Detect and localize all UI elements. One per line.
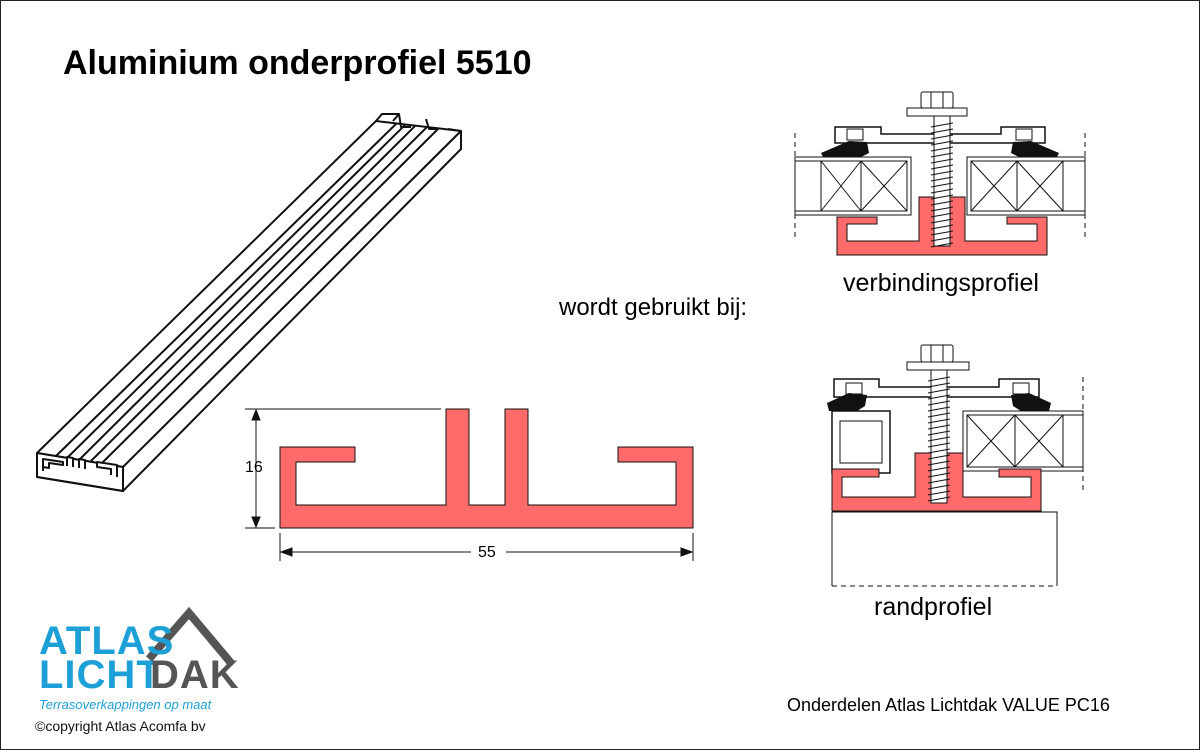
screw-thread	[927, 400, 951, 406]
screw-thread	[927, 418, 951, 424]
screw	[930, 115, 954, 248]
screw-thread	[927, 466, 951, 472]
verbindingsprofiel-detail	[794, 91, 1086, 256]
screw-thread	[930, 224, 954, 230]
width-dimension	[279, 533, 694, 561]
screw-thread	[930, 188, 954, 194]
screw-thread	[930, 236, 954, 242]
screw-thread	[927, 496, 951, 502]
screw-thread	[930, 152, 954, 158]
logo-text-licht: LICHT	[39, 653, 162, 697]
screw-thread	[930, 218, 954, 224]
left-panel	[794, 156, 912, 216]
screw-thread	[927, 406, 951, 412]
page-title: Aluminium onderprofiel 5510	[63, 44, 532, 82]
screw-thread	[927, 472, 951, 478]
screw-thread	[930, 164, 954, 170]
logo-text-atlas: ATLAS	[39, 619, 175, 663]
right-panel	[966, 156, 1086, 216]
screw-thread	[927, 424, 951, 430]
screw-thread	[930, 140, 954, 146]
screw-thread	[930, 128, 954, 134]
screw-thread	[930, 182, 954, 188]
screw-thread	[927, 412, 951, 418]
screw-thread	[927, 460, 951, 466]
screw-thread	[927, 388, 951, 394]
screw-thread	[927, 478, 951, 484]
screw-thread	[927, 490, 951, 496]
screw-thread	[930, 170, 954, 176]
screw-thread	[927, 454, 951, 460]
screw-thread	[930, 122, 954, 128]
width-dimension-label: 55	[478, 544, 496, 561]
screw-thread	[930, 194, 954, 200]
screw-thread	[930, 146, 954, 152]
screw-thread	[930, 176, 954, 182]
logo-tagline: Terrasoverkappingen op maat	[39, 697, 212, 712]
screw-thread	[930, 158, 954, 164]
height-dimension-label: 16	[245, 459, 263, 476]
randprofiel-label: randprofiel	[874, 593, 993, 621]
randprofiel-detail	[827, 344, 1084, 587]
screw-thread	[927, 442, 951, 448]
copyright-notice: ©copyright Atlas Acomfa bv	[35, 718, 206, 734]
screw-thread	[927, 430, 951, 436]
screw-thread	[930, 200, 954, 206]
used-with-label: wordt gebruikt bij:	[559, 294, 748, 321]
screw-thread	[930, 242, 954, 248]
cross-section-profile	[245, 408, 694, 561]
screw-thread	[930, 230, 954, 236]
screw-thread	[930, 212, 954, 218]
screw-thread	[930, 206, 954, 212]
height-dimension	[245, 408, 441, 529]
screw-thread	[927, 394, 951, 400]
profile-3d-bar	[36, 113, 462, 492]
logo-text-dak: DAK	[150, 653, 240, 697]
verbindingsprofiel-label: verbindingsprofiel	[843, 269, 1039, 297]
atlas-lichtdak-logo: ATLAS LICHT DAK Terrasoverkappingen op m…	[31, 607, 261, 743]
footer-caption: Onderdelen Atlas Lichtdak VALUE PC16	[787, 695, 1110, 715]
profile-cross-section	[279, 408, 694, 529]
screw-thread	[930, 134, 954, 140]
screw-thread	[927, 376, 951, 382]
screw-thread	[927, 436, 951, 442]
screw-thread	[927, 448, 951, 454]
screw-thread	[927, 382, 951, 388]
roof-logo-icon	[145, 607, 235, 666]
screw-thread	[927, 484, 951, 490]
